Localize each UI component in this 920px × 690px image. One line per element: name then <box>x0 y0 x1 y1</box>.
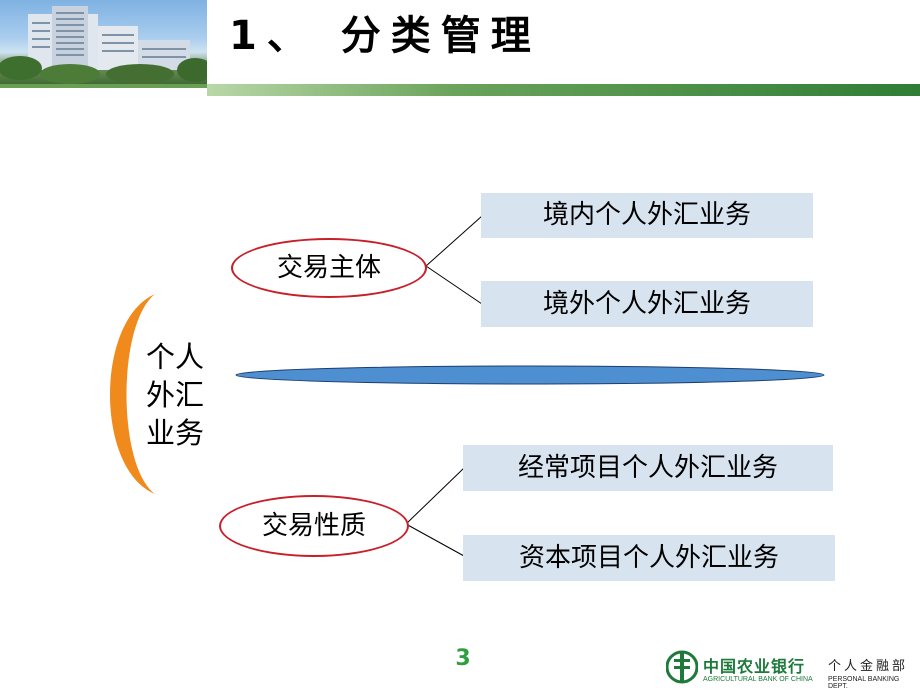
bank-name: 中国农业银行 <box>703 657 806 676</box>
category-label: 资本项目个人外汇业务 <box>518 543 779 573</box>
blue-divider-bar <box>235 365 825 385</box>
group-ellipse-trade-nature: 交易性质 <box>219 495 409 557</box>
slide-title: 1、 分类管理 <box>229 13 541 59</box>
header-building-photo <box>0 0 207 84</box>
category-label: 经常项目个人外汇业务 <box>517 453 778 483</box>
orange-bracket-shape <box>110 294 155 494</box>
group-label: 交易性质 <box>261 511 366 541</box>
root-label-line: 个人 <box>145 340 204 374</box>
header-green-band <box>207 84 920 96</box>
root-label: 个人 外汇 业务 <box>140 338 210 452</box>
department-name: 个人金融部 <box>828 659 909 674</box>
bank-name-en: AGRICULTURAL BANK OF CHINA <box>703 676 813 683</box>
connector-line <box>425 215 483 267</box>
category-box: 境外个人外汇业务 <box>481 281 813 327</box>
root-label-line: 业务 <box>145 416 204 450</box>
category-box: 经常项目个人外汇业务 <box>463 445 833 491</box>
page-number: 3 <box>455 646 471 671</box>
group-ellipse-trade-subject: 交易主体 <box>231 238 427 298</box>
category-label: 境内个人外汇业务 <box>542 200 751 230</box>
category-box: 资本项目个人外汇业务 <box>463 535 835 581</box>
connector-line <box>405 467 465 525</box>
connector-line <box>405 523 465 557</box>
connector-line <box>425 265 483 305</box>
abc-bank-logo-icon <box>666 650 698 684</box>
category-label: 境外个人外汇业务 <box>542 289 751 319</box>
department-name-en: PERSONAL BANKING DEPT. <box>828 676 900 690</box>
category-box: 境内个人外汇业务 <box>481 193 813 238</box>
group-label: 交易主体 <box>276 253 381 283</box>
root-label-line: 外汇 <box>145 378 204 412</box>
